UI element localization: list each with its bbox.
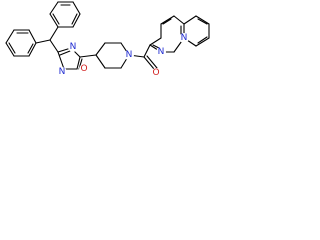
oxadiazole-nitrogen-left-atom: N bbox=[57, 67, 67, 77]
piperidine-nitrogen-label: N bbox=[126, 50, 133, 60]
bond bbox=[195, 15, 210, 25]
bond bbox=[143, 44, 151, 58]
oxadiazole-oxygen-label: O bbox=[80, 64, 87, 74]
bond bbox=[49, 13, 59, 28]
quinoxaline-nitrogen-top-atom: N bbox=[179, 33, 189, 43]
carbonyl-oxygen-label: O bbox=[152, 68, 159, 78]
bond bbox=[8, 42, 16, 54]
bond bbox=[28, 42, 37, 57]
atom-label-layer: O N N N O N N bbox=[57, 33, 189, 78]
bond bbox=[173, 15, 185, 25]
bond bbox=[27, 43, 34, 54]
bond bbox=[197, 36, 208, 44]
bond bbox=[52, 13, 60, 25]
oxadiazole-nitrogen-top-label: N bbox=[70, 42, 77, 52]
bond bbox=[72, 13, 81, 28]
oxadiazole-nitrogen-left-label: N bbox=[59, 67, 66, 77]
bond bbox=[146, 55, 158, 69]
bond bbox=[57, 51, 65, 70]
bond bbox=[28, 29, 37, 44]
bond bbox=[5, 29, 15, 44]
carbonyl-oxygen-atom: O bbox=[151, 68, 161, 78]
bond bbox=[72, 1, 81, 15]
quinoxaline-nitrogen-top-label: N bbox=[181, 33, 188, 43]
bond-layer bbox=[5, 1, 210, 70]
oxadiazole-nitrogen-top-atom: N bbox=[68, 42, 78, 52]
bond bbox=[195, 37, 210, 47]
structure-svg: O N N N O N N bbox=[5, 1, 210, 78]
bond bbox=[35, 39, 51, 44]
piperidine-nitrogen-atom: N bbox=[124, 50, 134, 60]
bond bbox=[197, 18, 208, 25]
bond bbox=[76, 56, 81, 70]
quinoxaline-nitrogen-bottom-label: N bbox=[158, 47, 165, 57]
bond bbox=[95, 42, 106, 56]
bond bbox=[162, 18, 172, 25]
bond bbox=[59, 50, 71, 56]
bond bbox=[5, 42, 15, 57]
bond bbox=[183, 15, 197, 25]
bond bbox=[49, 26, 59, 41]
bond bbox=[149, 37, 162, 46]
oxadiazole-oxygen-atom: O bbox=[79, 64, 89, 74]
bond bbox=[95, 54, 106, 69]
bond bbox=[49, 39, 59, 53]
bond bbox=[49, 1, 59, 15]
molecule-diagram: O N N N O N N bbox=[0, 0, 248, 107]
bond bbox=[143, 56, 155, 70]
bond bbox=[79, 54, 97, 58]
bond bbox=[160, 15, 175, 25]
bond bbox=[71, 13, 78, 25]
quinoxaline-nitrogen-bottom-atom: N bbox=[156, 47, 166, 57]
